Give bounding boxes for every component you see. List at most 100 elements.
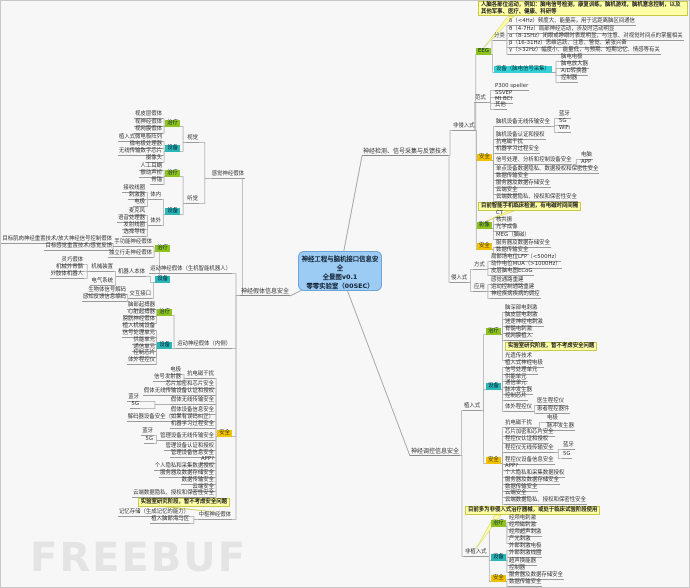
mindmap-node[interactable]: 无线传输数字芯片 [117,148,163,156]
root-topic[interactable]: 神经工程与脑机接口信息安全 全景图v0.1 零零实验室（00SEC） [298,251,382,291]
mindmap-node[interactable]: 抗电磁干扰 [186,371,215,379]
mindmap-node[interactable]: APP? [504,463,520,471]
mindmap-node[interactable]: 蓝牙 [562,442,575,450]
mindmap-node[interactable]: 机器人本体 [117,269,146,277]
mindmap-node[interactable]: 手功能神经假体 [113,239,153,247]
mindmap-node[interactable]: 方式 [473,262,486,270]
mindmap-node[interactable]: 振动声桥 [139,170,163,178]
mindmap-node[interactable]: 心脏起搏器 [127,309,156,317]
mindmap-node[interactable]: 数据传输安全 [504,484,539,492]
mindmap-node[interactable]: 植入式神经电极 [504,360,544,368]
mindmap-node[interactable]: 蓝牙 [558,111,571,119]
mindmap-node[interactable]: 目标感觉重置技术/感觉反馈 [44,243,113,251]
category-tag[interactable]: 设备 [165,208,180,215]
mindmap-node[interactable]: 脉冲发生器 [504,387,533,395]
mindmap-node[interactable]: γ（>32Hz）幅度小、能量低，与预期、短期记忆、情感等有关 [508,47,661,55]
mindmap-node[interactable]: 服务器及数据存储安全 [504,477,560,485]
mindmap-node[interactable]: 外部刺激电极 [508,543,543,551]
mindmap-node[interactable]: 听觉 [186,196,199,204]
mindmap-node[interactable]: 摄像头 [144,155,163,163]
callout-note[interactable]: 目前多为非侵入式治疗器械，或处于临床试验阶段使用 [465,506,601,515]
mindmap-node[interactable]: 云端安全 [495,187,519,195]
mindmap-node[interactable]: 发射线圈 [122,222,146,230]
mindmap-node[interactable]: 外肢体机器人 [49,271,84,279]
mindmap-node[interactable]: 机械外骨骼 [55,264,84,272]
category-tag[interactable]: 设备 [157,342,172,349]
mindmap-node[interactable]: A/D转换器 [560,68,588,76]
mindmap-node[interactable]: 单点设备数据隐私、数据授权和保密性安全 [495,166,600,174]
mindmap-node[interactable]: 个人隐私和采集数据授权 [153,463,215,471]
mindmap-node[interactable]: 麦克风 [127,208,146,216]
mindmap-node[interactable]: 通信单元 [132,344,156,352]
mindmap-node[interactable]: 运动神经假体（内侧） [176,341,232,349]
mindmap-node[interactable]: 电极 [169,367,182,375]
mindmap-node[interactable]: 机械装置 [90,264,114,272]
mindmap-node[interactable]: 信号发射器 [153,374,182,382]
category-tag[interactable]: 设备 [165,145,180,152]
mindmap-node[interactable]: 数据传输安全 [180,477,215,485]
mindmap-node[interactable]: 脊髓电刺激 [504,326,533,334]
mindmap-node[interactable]: 感觉通路重建 [490,277,525,285]
mindmap-node[interactable]: 体外程控仪 [504,404,533,412]
mindmap-node[interactable]: 蓝牙 [141,428,154,436]
mindmap-node[interactable]: 体外程控仪 [127,357,156,365]
mindmap-node[interactable]: 植入式 [463,403,482,411]
mindmap-node[interactable]: 云端安全 [504,490,528,498]
mindmap-node[interactable]: 机器学习过程安全 [495,146,541,154]
category-tag[interactable]: 治疗 [486,328,501,335]
mindmap-node[interactable]: SSVEP [494,90,514,98]
mindmap-node[interactable]: 服务器及数据存储安全 [495,240,551,248]
mindmap-node[interactable]: 微电极处理器 [128,141,163,149]
mindmap-node[interactable]: 膀胱神经假体 [121,316,156,324]
callout-note[interactable]: 目前智能手机临床检测，有电磁时间间隔 [478,202,582,211]
mindmap-node[interactable]: 电极 [133,199,146,207]
mindmap-node[interactable]: 视皮层假体 [134,111,163,119]
mindmap-node[interactable]: δ（<4Hz）频度大、能量高，用于远距离脑区间通信 [508,18,636,26]
mindmap-node[interactable]: 产光刺激 [508,536,532,544]
mindmap-node[interactable]: 机器学习过程安全 [169,421,215,429]
mindmap-node[interactable]: 植入机械设备 [121,323,156,331]
mindmap-node[interactable]: 运动神经假体（生机智能机器人） [149,266,232,274]
mindmap-node[interactable]: 芯片加密和芯片安全 [504,429,555,437]
mindmap-node[interactable]: 服务器及数据存储安全 [495,180,551,188]
category-tag[interactable]: 设备 [486,383,501,390]
mindmap-node[interactable]: 数据传输安全 [495,173,530,181]
mindmap-node[interactable]: P300 speller [494,83,530,91]
mindmap-node[interactable]: 管理设备认证和授权 [164,443,215,451]
mindmap-node[interactable]: 脑部起搏器 [127,302,156,310]
mindmap-node[interactable]: 5G [130,401,140,409]
mindmap-node[interactable]: 供能单元 [504,374,528,382]
mindmap-node[interactable]: 皮层脑电图ECoG [490,268,534,276]
mindmap-node[interactable]: 脑机设备认证和授权 [495,132,546,140]
mindmap-node[interactable]: 人工耳蜗 [139,163,163,171]
mindmap-node[interactable]: 语音处理器 [117,215,146,223]
mindmap-node[interactable]: APP [580,159,593,167]
mindmap-node[interactable]: 云端数据隐私、授权和保密性安全 [504,497,587,505]
mindmap-node[interactable]: 神经调控信息安全 [410,448,461,456]
mindmap-node[interactable]: 假体无线传输设备认证和授权 [142,388,215,396]
mindmap-node[interactable]: 光学成像 [495,224,519,232]
mindmap-node[interactable]: 假体无线传输安全 [169,397,215,405]
mindmap-node[interactable]: 非植入式 [464,549,488,557]
category-tag[interactable]: 安全 [217,430,232,437]
mindmap-node[interactable]: 信号处理、分析和控制设备安全 [495,157,573,165]
category-tag[interactable]: 设备（脑电信号采集） [494,66,552,73]
mindmap-node[interactable]: 脉冲发生器 [546,423,575,431]
mindmap-node[interactable]: 蓝牙 [127,394,140,402]
mindmap-node[interactable]: 程控仪设备信息安全 [504,457,555,465]
mindmap-node[interactable]: 程控仪认证和授权 [504,436,550,444]
mindmap-node[interactable]: 中枢神经假体 [197,512,232,520]
mindmap-node[interactable]: 外部刺激线圈 [508,550,543,558]
mindmap-node[interactable]: α（8-15Hz）闭眼或睁眼时表现明显，与注意、对视觉时间点的掌握相关 [508,33,684,41]
mindmap-node[interactable]: 控制芯片 [504,393,528,401]
category-tag[interactable]: 安全 [477,243,492,250]
category-tag[interactable]: 安全 [491,575,506,582]
callout-note[interactable]: 人脑各部位运动，例如：脑电信号检测，康复训练，脑机游戏，脑机意念控制，以及其他军… [478,1,688,17]
mindmap-node[interactable]: 经颅磁刺激 [508,522,537,530]
mindmap-node[interactable]: 骨锚 [150,177,163,185]
mindmap-node[interactable]: 电脑 [580,152,593,160]
mindmap-node[interactable]: 交互接口 [128,291,152,299]
mindmap-node[interactable]: 目标肌肉神经重置技术/放大神经信号控制假体 [1,236,113,244]
mindmap-node[interactable]: 脑深部电刺激 [504,305,539,313]
mindmap-node[interactable]: 经颅超声刺激 [508,529,543,537]
